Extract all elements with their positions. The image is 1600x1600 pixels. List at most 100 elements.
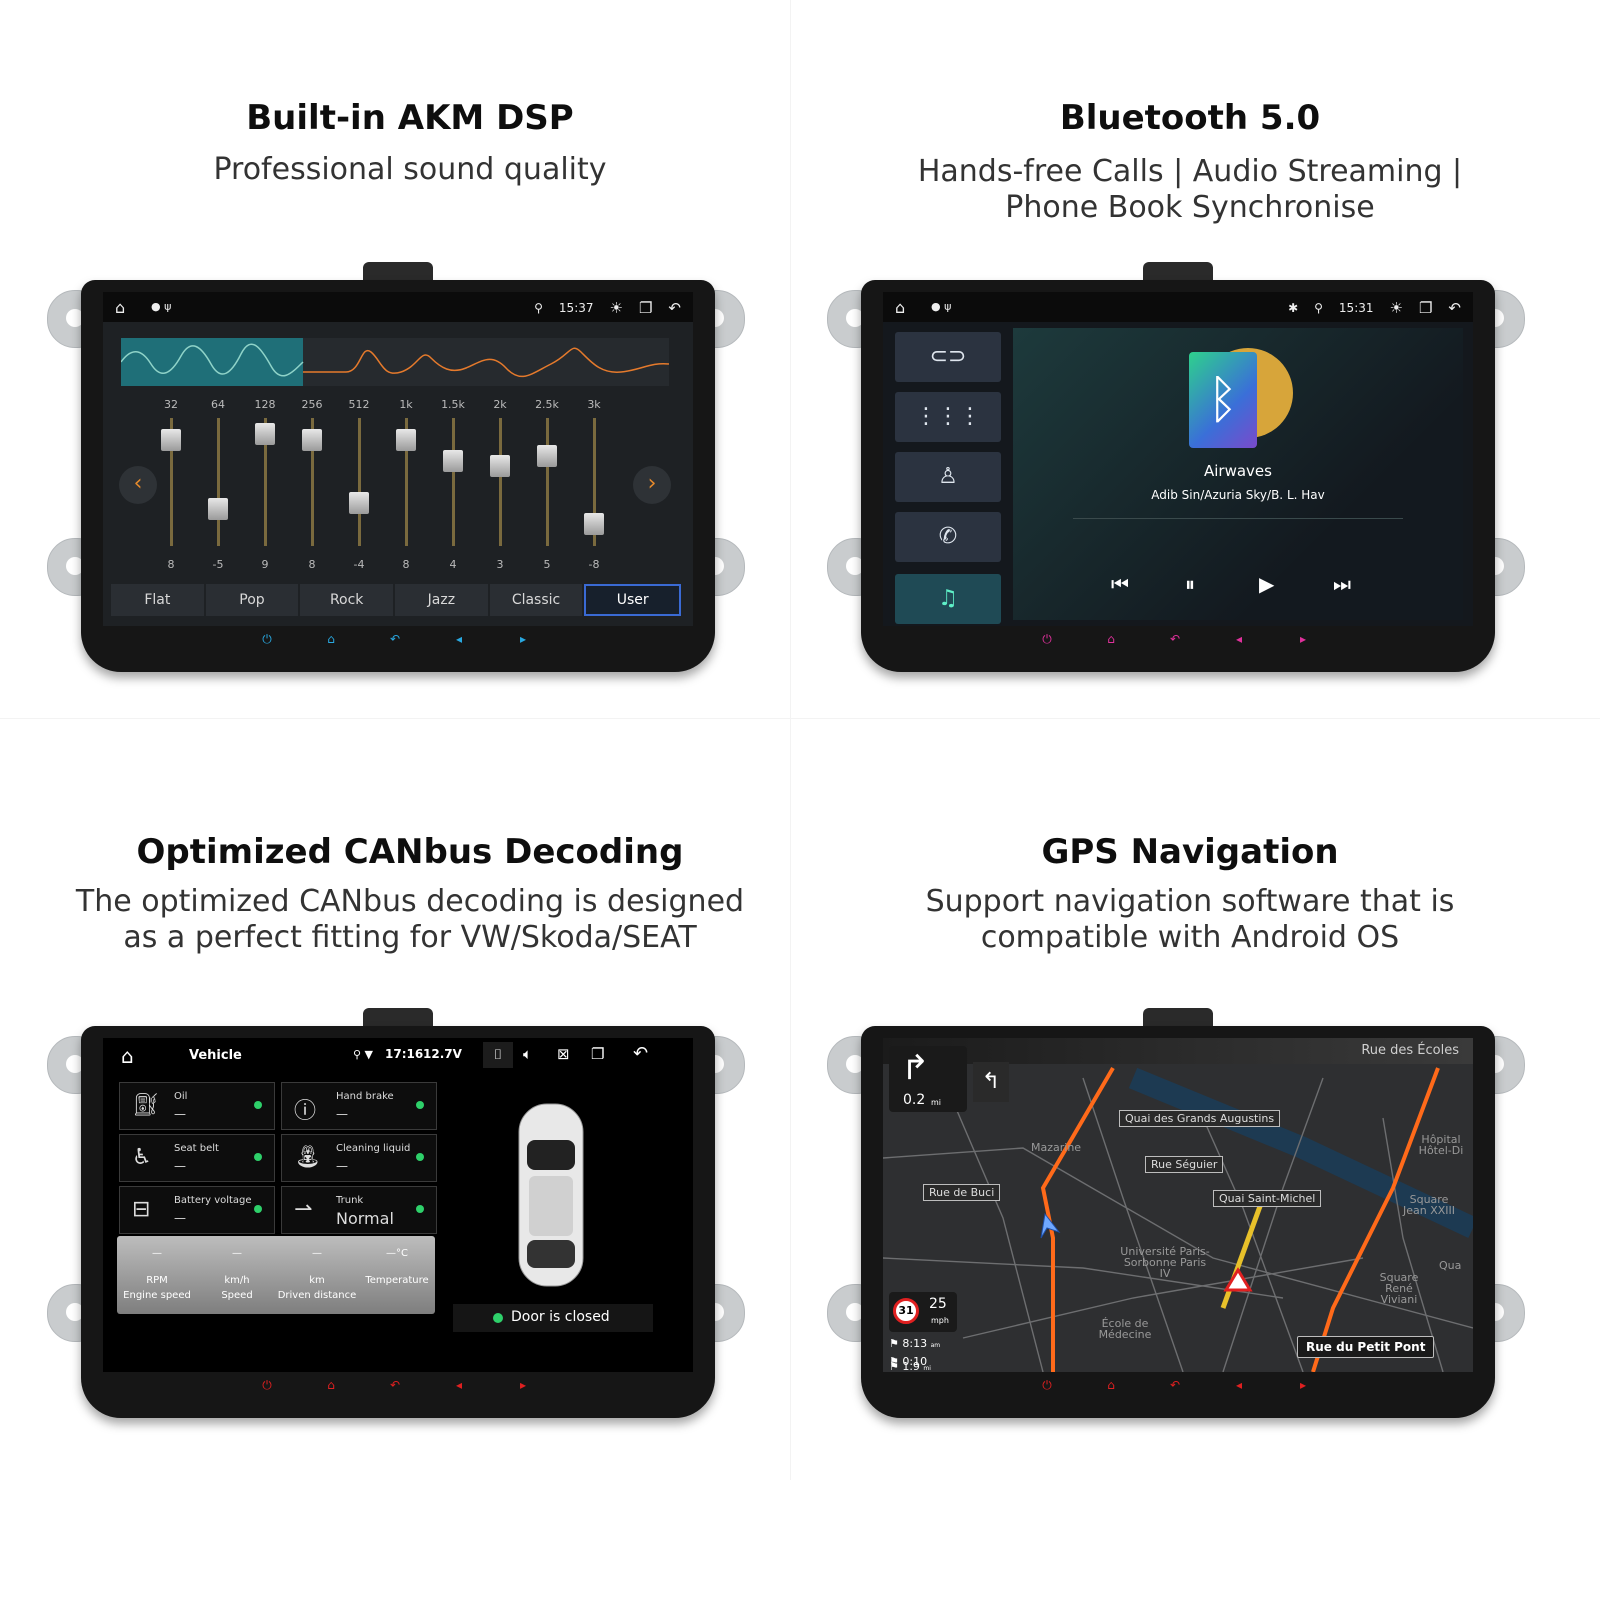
close-icon[interactable]: ⊠: [557, 1045, 570, 1063]
link-icon[interactable]: ⊂⊃: [895, 332, 1001, 382]
eq-frequency-label: 64: [211, 398, 225, 411]
home-key-icon[interactable]: ⌂: [1107, 1378, 1115, 1392]
cleaning-liquid-status: ⛲︎ Cleaning liquid —: [281, 1134, 437, 1182]
power-key-icon[interactable]: ⏻: [262, 632, 272, 646]
seat-belt-status: ♿︎ Seat belt —: [119, 1134, 275, 1182]
power-key-icon[interactable]: ⏻: [1042, 1378, 1052, 1392]
next-page-button[interactable]: ›: [633, 466, 671, 504]
eq-slider-knob[interactable]: [584, 513, 604, 536]
hardware-keys: ⏻ ⌂ ↶ ◂ ▸: [825, 1378, 1525, 1396]
back-icon[interactable]: ↶: [668, 299, 681, 317]
battery-voltage-item: ⊟ Battery voltage —: [119, 1186, 275, 1234]
eq-slider-track[interactable]: [264, 418, 267, 546]
usb-icon: ● ψ: [931, 300, 952, 313]
power-key-icon[interactable]: ⏻: [1042, 632, 1052, 646]
preset-pop[interactable]: Pop: [205, 584, 299, 616]
status-time: 17:16: [385, 1047, 424, 1061]
brightness-icon[interactable]: ☀: [609, 299, 623, 317]
pause-icon[interactable]: ⏸: [1185, 572, 1195, 596]
battery-icon: ⊟: [132, 1197, 151, 1222]
top-clip: [363, 1008, 433, 1030]
track-artist: Adib Sin/Azuria Sky/B. L. Hav: [1151, 488, 1325, 502]
eq-slider-track[interactable]: [311, 418, 314, 546]
preset-classic[interactable]: Classic: [489, 584, 583, 616]
play-icon[interactable]: ▶: [1259, 572, 1275, 596]
remaining-distance-row: ⚑ 1.9 mi: [889, 1360, 931, 1372]
volume-down-key-icon[interactable]: ◂: [455, 632, 463, 646]
eq-slider-knob[interactable]: [302, 428, 322, 451]
eq-slider-track[interactable]: [358, 418, 361, 546]
app-title: Vehicle: [189, 1048, 242, 1063]
home-key-icon[interactable]: ⌂: [1107, 632, 1115, 646]
eq-frequency-label: 2.5k: [535, 398, 559, 411]
power-key-icon[interactable]: ⏻: [262, 1378, 272, 1392]
eq-slider-knob[interactable]: [208, 497, 228, 520]
camera-icon[interactable]: ⌷: [483, 1042, 513, 1068]
back-key-icon[interactable]: ↶: [389, 632, 401, 646]
next-track-icon[interactable]: ⏭: [1333, 572, 1351, 596]
eq-slider-track[interactable]: [405, 418, 408, 546]
previous-track-icon[interactable]: ⏮: [1111, 572, 1129, 596]
eq-frequency-label: 1k: [399, 398, 413, 411]
volume-up-key-icon[interactable]: ▸: [519, 632, 527, 646]
eq-curve-graph: [121, 338, 669, 386]
eq-slider-knob[interactable]: [443, 449, 463, 472]
volume-icon[interactable]: 🔈︎: [523, 1045, 533, 1063]
eq-slider-knob[interactable]: [537, 444, 557, 467]
eq-slider-track[interactable]: [546, 418, 549, 546]
call-log-icon[interactable]: ✆: [895, 512, 1001, 562]
street-banner: Rue des Écoles: [883, 1038, 1473, 1064]
volume-down-key-icon[interactable]: ◂: [1235, 632, 1243, 646]
contacts-icon[interactable]: ♙: [895, 452, 1001, 502]
recent-apps-icon[interactable]: ❐: [638, 299, 653, 317]
current-speed: 25: [929, 1296, 947, 1312]
map-view[interactable]: Rue des Écoles ↱ 0.2 mi ↰ Quai des Grand…: [883, 1038, 1473, 1372]
back-key-icon[interactable]: ↶: [1169, 1378, 1181, 1392]
home-key-icon[interactable]: ⌂: [327, 1378, 335, 1392]
eq-slider-track[interactable]: [170, 418, 173, 546]
back-icon[interactable]: ↶: [633, 1043, 649, 1064]
volume-down-key-icon[interactable]: ◂: [455, 1378, 463, 1392]
eq-slider-track[interactable]: [499, 418, 502, 546]
recent-apps-icon[interactable]: ❐: [1418, 299, 1433, 317]
home-icon[interactable]: ⌂: [121, 1044, 134, 1068]
preset-jazz[interactable]: Jazz: [395, 584, 488, 616]
volume-up-key-icon[interactable]: ▸: [1299, 632, 1307, 646]
eq-slider-track[interactable]: [452, 418, 455, 546]
back-key-icon[interactable]: ↶: [389, 1378, 401, 1392]
eq-slider-knob[interactable]: [255, 423, 275, 446]
track-title: Airwaves: [1204, 462, 1272, 480]
current-street: Rue des Écoles: [1361, 1043, 1459, 1058]
dialpad-icon[interactable]: ⋮⋮⋮: [895, 392, 1001, 442]
eq-slider-track[interactable]: [593, 418, 596, 546]
place-label: Square René Viviani: [1379, 1271, 1419, 1306]
back-icon[interactable]: ↶: [1448, 299, 1461, 317]
volume-up-key-icon[interactable]: ▸: [1299, 1378, 1307, 1392]
preset-rock[interactable]: Rock: [300, 584, 394, 616]
eq-slider-knob[interactable]: [396, 428, 416, 451]
home-icon[interactable]: ⌂: [895, 298, 906, 317]
brightness-icon[interactable]: ☀: [1389, 299, 1403, 317]
back-key-icon[interactable]: ↶: [1169, 632, 1181, 646]
door-status-text: Door is closed: [511, 1309, 610, 1325]
previous-page-button[interactable]: ‹: [119, 466, 157, 504]
eq-slider-track[interactable]: [217, 418, 220, 546]
volume-down-key-icon[interactable]: ◂: [1235, 1378, 1243, 1392]
music-icon[interactable]: ♫: [895, 574, 1001, 624]
volume-up-key-icon[interactable]: ▸: [519, 1378, 527, 1392]
turn-right-icon: ↱: [901, 1048, 930, 1088]
eq-slider-knob[interactable]: [161, 428, 181, 451]
eq-slider-knob[interactable]: [490, 455, 510, 478]
preset-user[interactable]: User: [584, 584, 682, 616]
canbus-heading: Optimized CANbus Decoding: [136, 832, 684, 872]
home-key-icon[interactable]: ⌂: [327, 632, 335, 646]
head-unit-gps: Rue des Écoles ↱ 0.2 mi ↰ Quai des Grand…: [825, 1008, 1525, 1418]
home-icon[interactable]: ⌂: [115, 298, 126, 317]
bluetooth-logo-icon: ᛒ: [1189, 352, 1257, 448]
recent-apps-icon[interactable]: ❐: [591, 1045, 605, 1063]
eq-slider-knob[interactable]: [349, 492, 369, 515]
preset-flat[interactable]: Flat: [111, 584, 204, 616]
eq-frequency-label: 3k: [587, 398, 601, 411]
